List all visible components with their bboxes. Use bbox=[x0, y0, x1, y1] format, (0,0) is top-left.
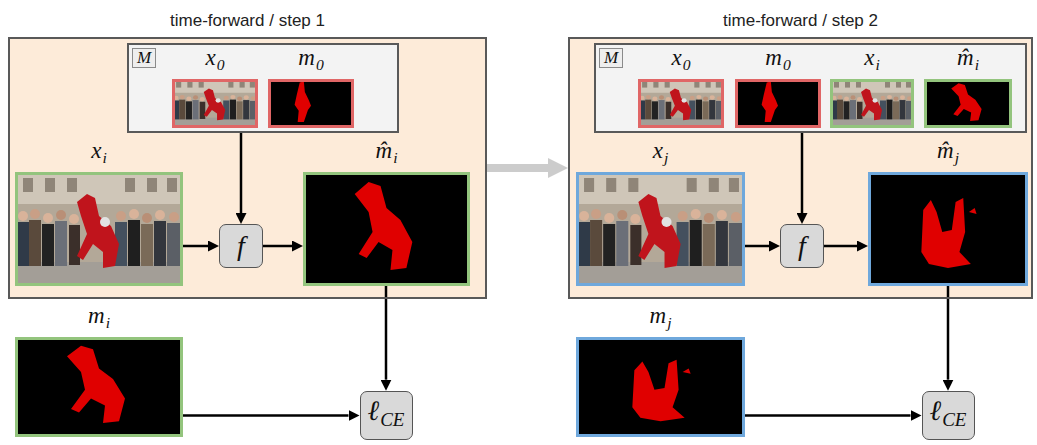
panel-fill bbox=[8, 37, 487, 299]
operator-box: f bbox=[780, 224, 824, 268]
frame-label: m0 bbox=[298, 46, 323, 77]
math-symbol: x bbox=[653, 138, 663, 163]
frame-label: xj bbox=[653, 139, 669, 170]
segmentation-mask bbox=[303, 172, 470, 286]
segmentation-mask bbox=[15, 337, 183, 437]
panel-title: time-forward / step 1 bbox=[170, 11, 325, 31]
memory-box: x0m0M bbox=[127, 43, 399, 133]
math-symbol: x bbox=[91, 138, 101, 163]
math-subscript: i bbox=[102, 149, 106, 166]
operator-label: f bbox=[237, 231, 245, 261]
flow-arrow bbox=[240, 133, 243, 213]
math-subscript: i bbox=[106, 314, 110, 331]
frame-box: m̂j bbox=[868, 172, 1028, 286]
math-symbol: f bbox=[798, 230, 806, 261]
frame-box: m0 bbox=[735, 79, 821, 128]
memory-fill bbox=[127, 43, 399, 133]
frame-box: m0 bbox=[268, 79, 354, 128]
memory-fill bbox=[594, 43, 1027, 133]
frame-label: x0 bbox=[671, 46, 690, 77]
math-symbol: m bbox=[765, 45, 782, 70]
frame-box: x0 bbox=[638, 79, 724, 128]
segmentation-mask bbox=[868, 172, 1028, 286]
math-symbol: m̂ bbox=[376, 138, 393, 163]
video-frame bbox=[15, 172, 183, 286]
flow-arrow bbox=[745, 414, 911, 417]
math-symbol: M bbox=[137, 48, 151, 67]
flow-arrow bbox=[385, 286, 388, 380]
flow-arrow bbox=[801, 133, 804, 213]
math-subscript: CE bbox=[380, 409, 404, 430]
operator-label: f bbox=[798, 231, 806, 261]
frame-box: xj bbox=[576, 172, 745, 286]
frame-box: x0 bbox=[172, 79, 258, 128]
math-symbol: m bbox=[88, 303, 105, 328]
frame-box: xi bbox=[830, 79, 914, 128]
math-subscript: 0 bbox=[683, 56, 691, 73]
math-subscript: i bbox=[975, 56, 979, 73]
flow-arrow bbox=[824, 245, 857, 248]
frame-label: xi bbox=[91, 139, 107, 170]
operator-label: ℓCE bbox=[930, 396, 967, 436]
flow-arrow bbox=[183, 414, 349, 417]
memory-label: M bbox=[599, 48, 623, 68]
frame-box: m̂i bbox=[303, 172, 470, 286]
math-symbol: m̂ bbox=[957, 45, 974, 70]
video-frame bbox=[576, 172, 745, 286]
flow-arrow bbox=[745, 245, 769, 248]
frame-box: xi bbox=[15, 172, 183, 286]
operator-box: ℓCE bbox=[360, 391, 413, 441]
math-subscript: j bbox=[664, 149, 668, 166]
math-subscript: 0 bbox=[217, 56, 225, 73]
operator-box: f bbox=[219, 224, 263, 268]
math-subscript: CE bbox=[942, 409, 966, 430]
frame-label: mj bbox=[650, 304, 672, 335]
frame-box: mi bbox=[15, 337, 183, 437]
video-frame bbox=[638, 79, 724, 128]
step-panel: x0m0xim̂iMxjfm̂jtime-forward / step 2 bbox=[568, 37, 1033, 299]
memory-box: x0m0xim̂iM bbox=[594, 43, 1027, 133]
math-symbol: m̂ bbox=[937, 138, 954, 163]
video-frame bbox=[172, 79, 258, 128]
frame-label: m0 bbox=[765, 46, 790, 77]
segmentation-mask bbox=[924, 79, 1012, 128]
operator-box: ℓCE bbox=[922, 391, 975, 441]
frame-label: xi bbox=[864, 46, 880, 77]
segmentation-mask bbox=[576, 337, 745, 437]
video-frame bbox=[830, 79, 914, 128]
segmentation-mask bbox=[268, 79, 354, 128]
math-subscript: 0 bbox=[316, 56, 324, 73]
panel-fill bbox=[568, 37, 1033, 299]
segmentation-mask bbox=[735, 79, 821, 128]
frame-label: mi bbox=[88, 304, 110, 335]
memory-label: M bbox=[132, 48, 156, 68]
math-subscript: j bbox=[955, 149, 959, 166]
math-symbol: ℓ bbox=[930, 395, 942, 426]
math-subscript: 0 bbox=[783, 56, 791, 73]
math-subscript: i bbox=[875, 56, 879, 73]
math-symbol: m bbox=[298, 45, 315, 70]
frame-label: m̂j bbox=[937, 139, 959, 170]
step-panel: x0m0Mxifm̂itime-forward / step 1 bbox=[8, 37, 487, 299]
math-symbol: x bbox=[205, 45, 215, 70]
flow-arrow bbox=[183, 245, 208, 248]
math-symbol: f bbox=[237, 230, 245, 261]
flow-arrow bbox=[263, 245, 292, 248]
math-symbol: ℓ bbox=[368, 395, 380, 426]
panel-title: time-forward / step 2 bbox=[723, 11, 878, 31]
frame-box: m̂i bbox=[924, 79, 1012, 128]
math-symbol: x bbox=[864, 45, 874, 70]
math-subscript: i bbox=[393, 149, 397, 166]
frame-box: mj bbox=[576, 337, 745, 437]
frame-label: m̂i bbox=[957, 46, 979, 77]
flow-arrow bbox=[947, 286, 950, 380]
operator-label: ℓCE bbox=[368, 396, 405, 436]
math-symbol: x bbox=[671, 45, 681, 70]
frame-label: m̂i bbox=[376, 139, 398, 170]
step-arrow bbox=[487, 164, 548, 172]
math-symbol: m bbox=[650, 303, 667, 328]
math-symbol: M bbox=[604, 48, 618, 67]
frame-label: x0 bbox=[205, 46, 224, 77]
math-subscript: j bbox=[667, 314, 671, 331]
